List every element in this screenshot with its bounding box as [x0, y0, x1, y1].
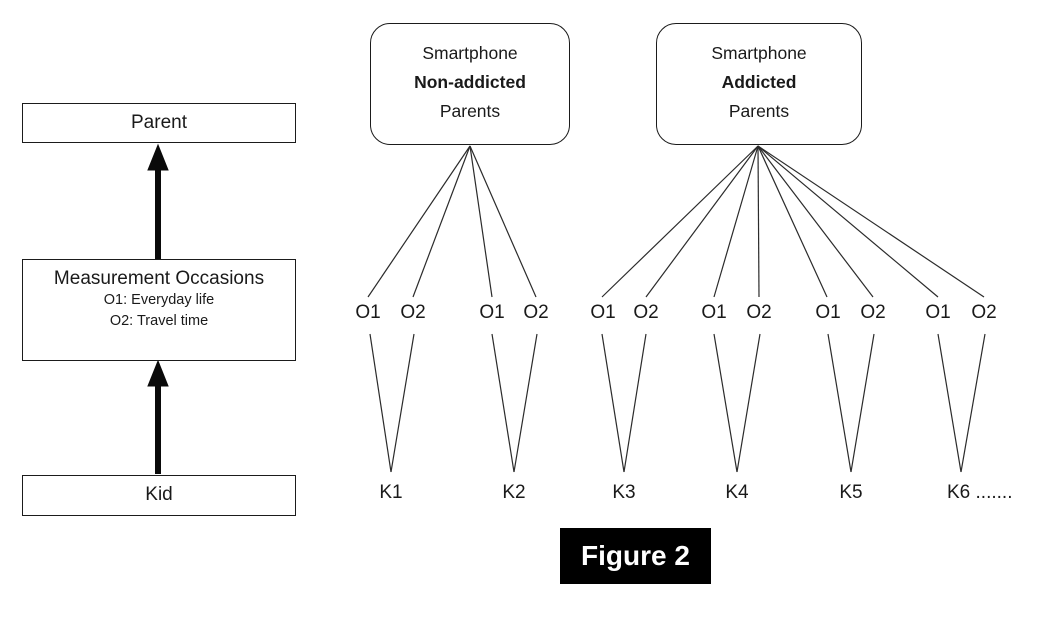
measurement-item-o2: O2: Travel time	[109, 313, 209, 329]
occasion-label-3: O1	[479, 302, 505, 323]
non-addicted-parents-box: Smartphone Non-addicted Parents	[370, 23, 570, 145]
occasion-label-9: O1	[815, 302, 841, 323]
kid-label-k1: K1	[379, 482, 403, 503]
occasion-label-1: O1	[355, 302, 381, 323]
fan-lines-addicted	[601, 145, 985, 298]
occasion-label-8: O2	[746, 302, 772, 323]
kid-label-k5: K5	[839, 482, 863, 503]
group-line-3: Parents	[439, 101, 501, 121]
kid-label-k3: K3	[612, 482, 636, 503]
kid-box: Kid	[22, 475, 296, 516]
occasion-label-4: O2	[523, 302, 549, 323]
measurement-occasions-box: Measurement Occasions O1: Everyday life …	[22, 259, 296, 361]
figure-caption: Figure 2	[560, 528, 711, 584]
group-line-2: Addicted	[721, 72, 797, 92]
occasion-label-5: O1	[590, 302, 616, 323]
group-line-3: Parents	[728, 101, 790, 121]
occasion-label-11: O1	[925, 302, 951, 323]
addicted-parents-box: Smartphone Addicted Parents	[656, 23, 862, 145]
flow-arrows	[147, 143, 169, 474]
occasion-label-10: O2	[860, 302, 886, 323]
measurement-item-o1: O1: Everyday life	[103, 292, 215, 308]
occasion-label-12: O2	[971, 302, 997, 323]
kid-label-k2: K2	[502, 482, 526, 503]
group-line-1: Smartphone	[711, 43, 807, 63]
fan-lines-non-addicted	[367, 145, 537, 298]
kid-label-k4: K4	[725, 482, 749, 503]
measurement-title: Measurement Occasions	[53, 268, 265, 289]
occasion-label-6: O2	[633, 302, 659, 323]
group-line-2: Non-addicted	[414, 72, 526, 92]
kid-connector-lines	[369, 333, 986, 473]
occasion-label-2: O2	[400, 302, 426, 323]
occasion-label-7: O1	[701, 302, 727, 323]
kid-label-k6: K6 .......	[947, 482, 1013, 503]
parent-box: Parent	[22, 103, 296, 143]
group-line-1: Smartphone	[422, 43, 518, 63]
